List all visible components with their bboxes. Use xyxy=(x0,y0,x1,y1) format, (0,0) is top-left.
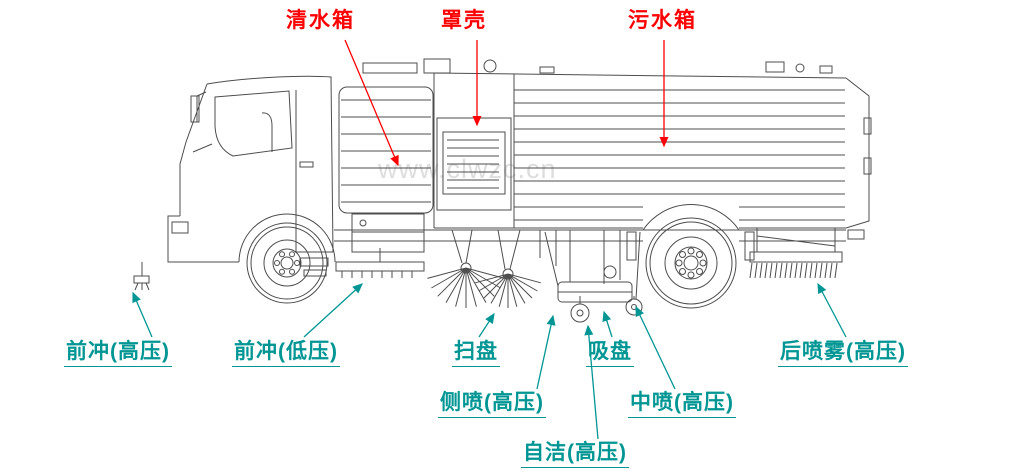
leader-side-spray-high xyxy=(536,314,556,390)
leader-front-flush-high xyxy=(132,291,153,338)
leader-clean-water-tank xyxy=(344,39,399,167)
leader-suction-plate xyxy=(602,310,613,338)
label-front-flush-low: 前冲(低压) xyxy=(232,340,340,368)
leader-self-clean-high xyxy=(584,324,599,440)
watermark-text: www.clwzc.cn xyxy=(377,154,557,184)
sewage-tank-body xyxy=(362,58,872,261)
label-suction-plate: 吸盘 xyxy=(586,340,634,368)
label-self-clean-high: 自洁(高压) xyxy=(521,441,629,469)
cab xyxy=(167,75,336,277)
rear-wheel xyxy=(645,217,737,309)
label-sweep-disc: 扫盘 xyxy=(452,340,500,368)
suction-assembly xyxy=(544,230,643,323)
label-side-spray-high: 侧喷(高压) xyxy=(438,391,546,419)
label-front-flush-high: 前冲(高压) xyxy=(64,340,172,368)
rear-spray-assembly xyxy=(749,228,843,279)
truck-line-art xyxy=(133,58,872,323)
top-leader-lines xyxy=(344,39,669,167)
sweep-brushes xyxy=(427,229,541,308)
label-rear-spray-high: 后喷雾(高压) xyxy=(778,340,908,368)
label-clean-water-tank: 清水箱 xyxy=(286,9,355,32)
label-cover-shell: 罩壳 xyxy=(441,9,487,32)
bottom-leader-lines xyxy=(132,282,847,440)
leader-rear-spray-high xyxy=(817,282,847,338)
leader-sweep-disc xyxy=(478,312,495,338)
label-sewage-tank: 污水箱 xyxy=(628,9,697,32)
front-wheel xyxy=(246,222,328,304)
front-flush-nozzles xyxy=(133,248,425,291)
clean-water-tank-section xyxy=(338,86,434,214)
label-middle-spray-high: 中喷(高压) xyxy=(628,391,736,419)
leader-middle-spray-high xyxy=(635,305,676,390)
leader-front-flush-low xyxy=(303,283,363,338)
